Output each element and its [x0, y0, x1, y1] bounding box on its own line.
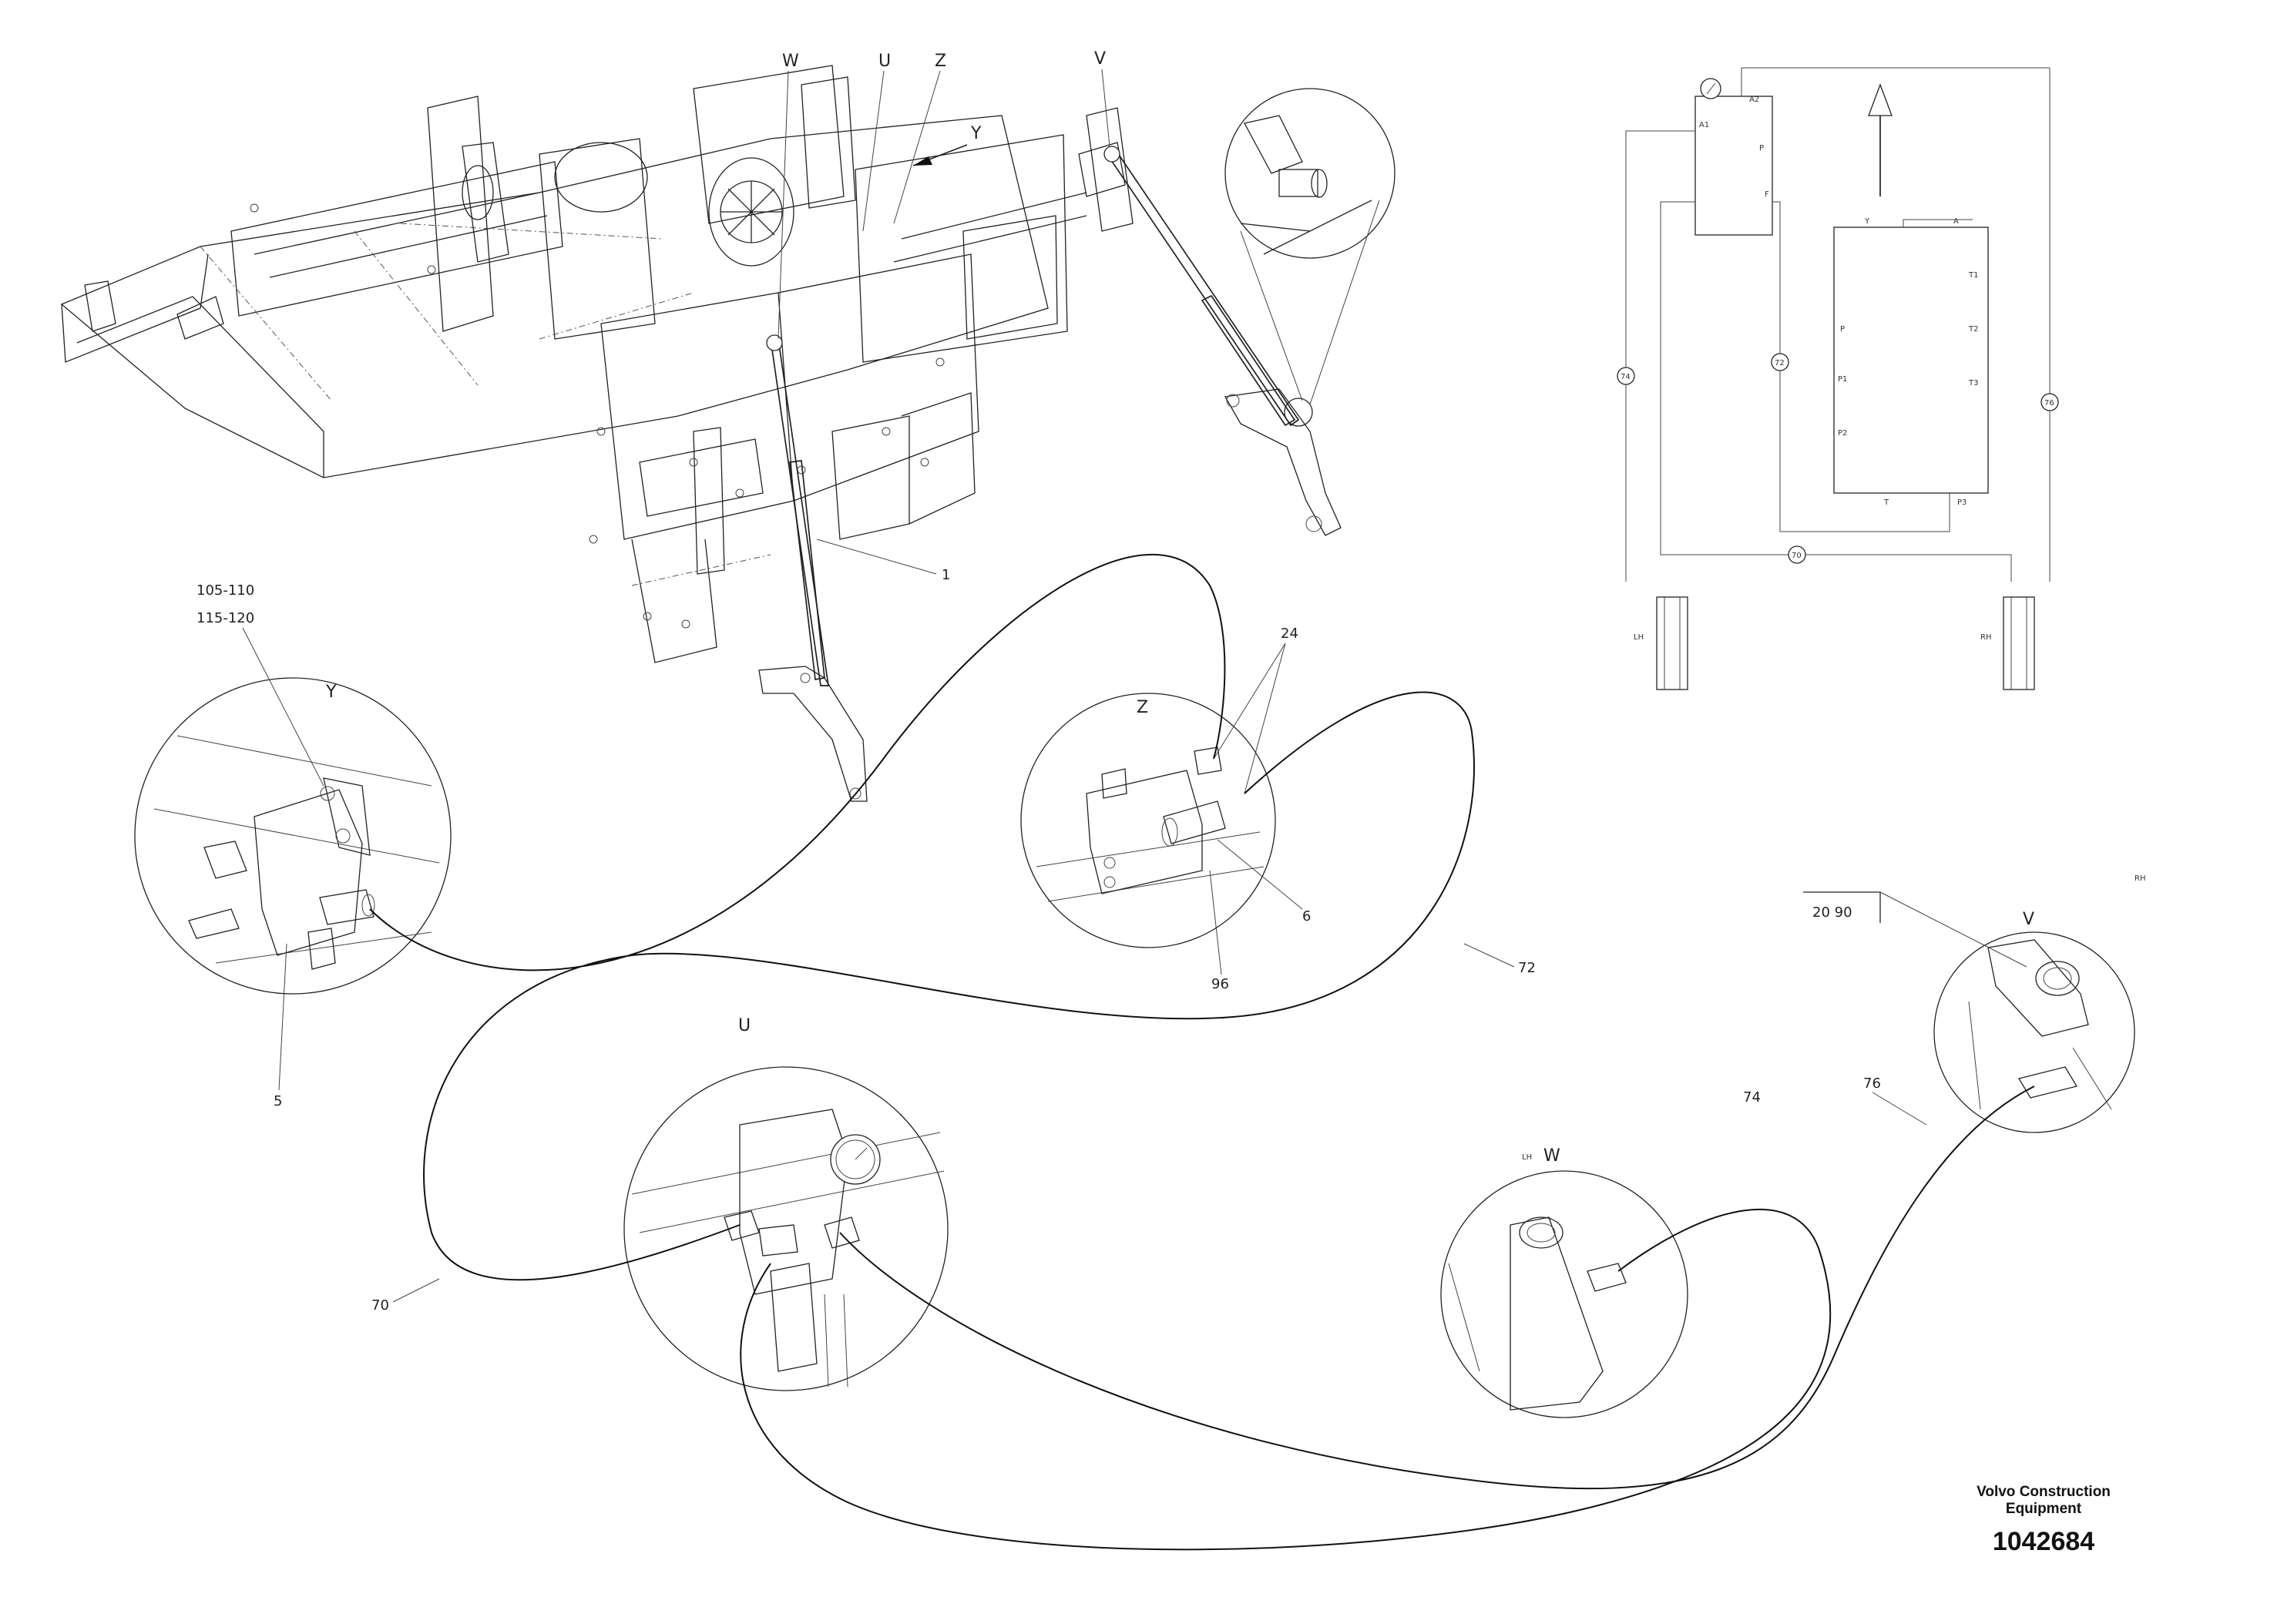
svg-text:P3: P3: [1957, 498, 1967, 507]
svg-text:P1: P1: [1838, 375, 1847, 384]
main-frame: [60, 65, 1134, 663]
svg-text:A: A: [1953, 217, 1959, 226]
svg-text:P: P: [1759, 144, 1764, 153]
detail-v: V RH 20 90 76: [1803, 874, 2145, 1133]
hydraulic-schematic: 74 72 76 70 LH RH A1 A2 P F Y A: [1617, 67, 2059, 690]
svg-text:T: T: [1883, 498, 1889, 507]
svg-text:P2: P2: [1838, 429, 1847, 438]
callout-72: 72: [1518, 960, 1536, 976]
detail-label-w: W: [1543, 1146, 1560, 1166]
svg-text:RH: RH: [1980, 633, 1991, 642]
valve-block: [1694, 96, 1773, 236]
hose-74: [740, 1208, 1832, 1551]
control-valve-body: [1833, 226, 1989, 494]
reference-box: 20 90: [1812, 904, 1852, 921]
callout-70: 70: [371, 1297, 389, 1314]
svg-text:P: P: [1840, 325, 1845, 334]
svg-text:LH: LH: [1634, 633, 1644, 642]
svg-text:T2: T2: [1968, 325, 1978, 334]
top-callouts: W U Z V Y 1: [778, 49, 1110, 583]
schematic-gauge-74: 74: [1617, 367, 1635, 385]
detail-label-v: V: [2023, 910, 2034, 929]
schematic-cylinder-lh: LH: [1634, 596, 1688, 690]
callout-u: U: [878, 52, 891, 71]
document-number: 1042684: [1993, 1527, 2094, 1556]
direction-arrow: [1868, 83, 1893, 116]
detail-label-u: U: [738, 1016, 751, 1035]
detail-w-lh: LH: [1522, 1153, 1532, 1162]
svg-text:F: F: [1765, 190, 1769, 199]
svg-text:Y: Y: [1864, 217, 1870, 226]
callout-range-1: 105-110: [196, 582, 254, 599]
callout-w: W: [782, 52, 799, 71]
svg-text:76: 76: [2044, 399, 2054, 408]
callout-1: 1: [942, 567, 950, 583]
callout-z: Z: [935, 52, 946, 71]
detail-z: Z 24 6 96: [1020, 626, 1311, 992]
brand-line-1: Volvo Construction: [1977, 1484, 2111, 1500]
callout-v: V: [1094, 49, 1106, 69]
schematic-gauge-70: 70: [1788, 545, 1806, 564]
hose-76: [839, 1085, 2035, 1490]
detail-magnifier-top: [1224, 88, 1396, 427]
brand-block: Volvo Construction Equipment 1042684: [1977, 1484, 2111, 1556]
brand-line-2: Equipment: [2006, 1501, 2082, 1517]
svg-text:A2: A2: [1749, 96, 1759, 104]
schematic-gauge-76: 76: [2040, 393, 2059, 411]
detail-label-z: Z: [1137, 698, 1148, 717]
schematic-cylinder-rh: RH: [1980, 596, 2035, 690]
detail-label-y: Y: [325, 683, 337, 702]
svg-text:70: 70: [1792, 552, 1802, 560]
callout-96: 96: [1211, 976, 1229, 992]
callout-76: 76: [1863, 1075, 1881, 1092]
detail-v-rh: RH: [2134, 874, 2145, 883]
detail-y: 105-110 115-120 Y 5: [134, 582, 452, 1109]
svg-text:T1: T1: [1968, 271, 1978, 280]
callout-24: 24: [1281, 626, 1298, 642]
schematic-gauge-72: 72: [1771, 353, 1789, 371]
hose-72: [369, 553, 1475, 1281]
callout-range-2: 115-120: [196, 610, 254, 626]
callout-5: 5: [274, 1093, 282, 1109]
svg-text:74: 74: [1621, 373, 1631, 381]
callout-y: Y: [970, 124, 982, 143]
detail-w: W LH 74: [1440, 1089, 1761, 1418]
hoses: 72: [369, 553, 2035, 1551]
lift-cylinder-v: [1103, 146, 1342, 536]
lift-cylinder-w: [758, 334, 868, 802]
detail-u: U 70: [371, 1016, 949, 1391]
svg-text:72: 72: [1775, 359, 1785, 367]
svg-text:T3: T3: [1968, 379, 1978, 388]
callout-6: 6: [1302, 908, 1311, 924]
svg-text:A1: A1: [1699, 121, 1709, 129]
callout-74: 74: [1743, 1089, 1761, 1106]
